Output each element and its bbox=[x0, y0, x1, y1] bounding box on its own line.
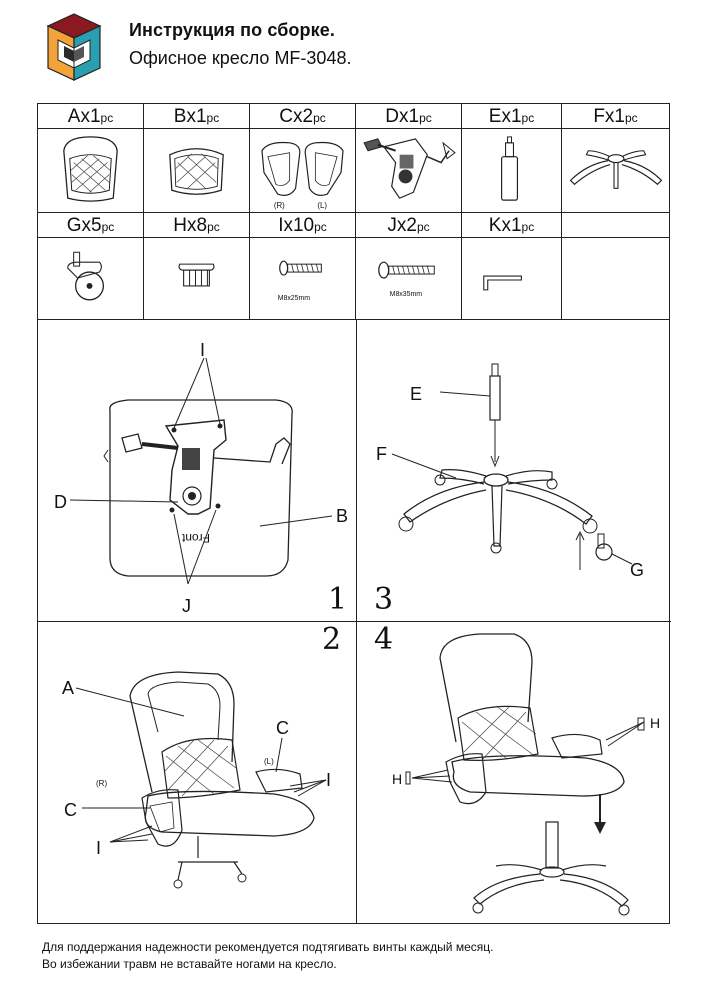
step-3-label-g: G bbox=[630, 560, 644, 580]
step-4-panel: H H 4 bbox=[356, 622, 671, 924]
part-header-empty bbox=[562, 213, 669, 238]
step-2-label-c-right: C bbox=[276, 718, 289, 738]
step-4-diagram: H H bbox=[392, 633, 660, 916]
base-icon bbox=[569, 150, 663, 189]
step-3-label-e: E bbox=[410, 384, 422, 404]
step-1-label-front: Front bbox=[181, 531, 210, 545]
step-1-label-d: D bbox=[54, 492, 67, 512]
step-1-diagram: I D B J Front bbox=[54, 340, 348, 616]
step-1-label-i: I bbox=[200, 340, 205, 360]
step-3-diagram: E F G bbox=[376, 363, 644, 580]
mechanism-icon bbox=[363, 138, 456, 199]
part-header-f: Fx1pc bbox=[562, 104, 669, 129]
part-header-j: Jx2pc bbox=[356, 213, 462, 238]
screw-m8x35-icon: M8x35mm bbox=[378, 261, 435, 298]
caster-icon bbox=[67, 251, 105, 301]
step-2-number: 2 bbox=[322, 622, 342, 657]
step-3-panel: E F G 3 bbox=[356, 320, 671, 621]
step-2-label-a: A bbox=[62, 678, 74, 698]
seat-cushion-icon bbox=[169, 148, 224, 195]
part-image-d bbox=[356, 129, 462, 213]
assembly-steps: I D B J Front 1 bbox=[37, 320, 671, 924]
part-image-h bbox=[144, 238, 250, 320]
step-4-label-h-left: H bbox=[392, 771, 402, 787]
part-image-c: (R) (L) bbox=[250, 129, 356, 213]
screw-m8x25-icon: M8x25mm bbox=[278, 260, 322, 302]
part-image-i: M8x25mm bbox=[250, 238, 356, 320]
part-header-h: Hx8pc bbox=[144, 213, 250, 238]
part-image-k bbox=[462, 238, 562, 320]
part-image-e bbox=[462, 129, 562, 213]
step-2-diagram: A C (R) I C (L) I bbox=[62, 671, 331, 889]
part-header-g: Gx5pc bbox=[38, 213, 144, 238]
gas-lift-icon bbox=[501, 136, 519, 201]
part-header-c: Cx2pc bbox=[250, 104, 356, 129]
part-header-i: Ix10pc bbox=[250, 213, 356, 238]
step-2-label-l: (L) bbox=[264, 757, 274, 766]
page-title: Инструкция по сборке. bbox=[129, 20, 335, 40]
step-3-number: 3 bbox=[374, 582, 394, 617]
part-image-f bbox=[562, 129, 669, 213]
step-2-label-c-left: C bbox=[64, 800, 77, 820]
part-image-b bbox=[144, 129, 250, 213]
part-image-a bbox=[38, 129, 144, 213]
step-2-label-i-left: I bbox=[96, 838, 101, 858]
step-1-panel: I D B J Front 1 bbox=[38, 320, 356, 621]
chair-back-icon bbox=[63, 136, 118, 202]
part-header-a: Ax1pc bbox=[38, 104, 144, 129]
cap-icon bbox=[178, 263, 215, 287]
armrest-right-label: (R) bbox=[274, 201, 285, 210]
page-subtitle: Офисное кресло MF-3048. bbox=[129, 48, 352, 68]
hex-key-icon bbox=[483, 275, 522, 291]
part-header-k: Kx1pc bbox=[462, 213, 562, 238]
safety-note: Во избежании травм не вставайте ногами н… bbox=[42, 957, 337, 971]
armrest-icon: (R) (L) bbox=[261, 141, 344, 210]
step-1-label-b: B bbox=[336, 506, 348, 526]
parts-table: Ax1pc Bx1pc Cx2pc Dx1pc Ex1pc Fx1pc bbox=[37, 103, 670, 320]
step-2-panel: A C (R) I C (L) I 2 bbox=[38, 622, 356, 924]
part-header-b: Bx1pc bbox=[144, 104, 250, 129]
brand-logo bbox=[46, 13, 102, 81]
step-1-label-j: J bbox=[182, 596, 191, 616]
screw-j-size: M8x35mm bbox=[390, 291, 423, 298]
part-header-e: Ex1pc bbox=[462, 104, 562, 129]
step-4-label-h-right: H bbox=[650, 715, 660, 731]
step-2-label-r: (R) bbox=[96, 779, 107, 788]
step-4-number: 4 bbox=[374, 622, 394, 657]
part-image-j: M8x35mm bbox=[356, 238, 462, 320]
part-header-d: Dx1pc bbox=[356, 104, 462, 129]
step-2-label-i-right: I bbox=[326, 770, 331, 790]
part-image-empty bbox=[562, 238, 669, 320]
part-image-g bbox=[38, 238, 144, 320]
maintenance-note: Для поддержания надежности рекомендуется… bbox=[42, 940, 494, 954]
step-1-number: 1 bbox=[328, 582, 348, 617]
step-3-label-f: F bbox=[376, 444, 387, 464]
screw-i-size: M8x25mm bbox=[278, 295, 311, 302]
armrest-left-label: (L) bbox=[317, 201, 327, 210]
